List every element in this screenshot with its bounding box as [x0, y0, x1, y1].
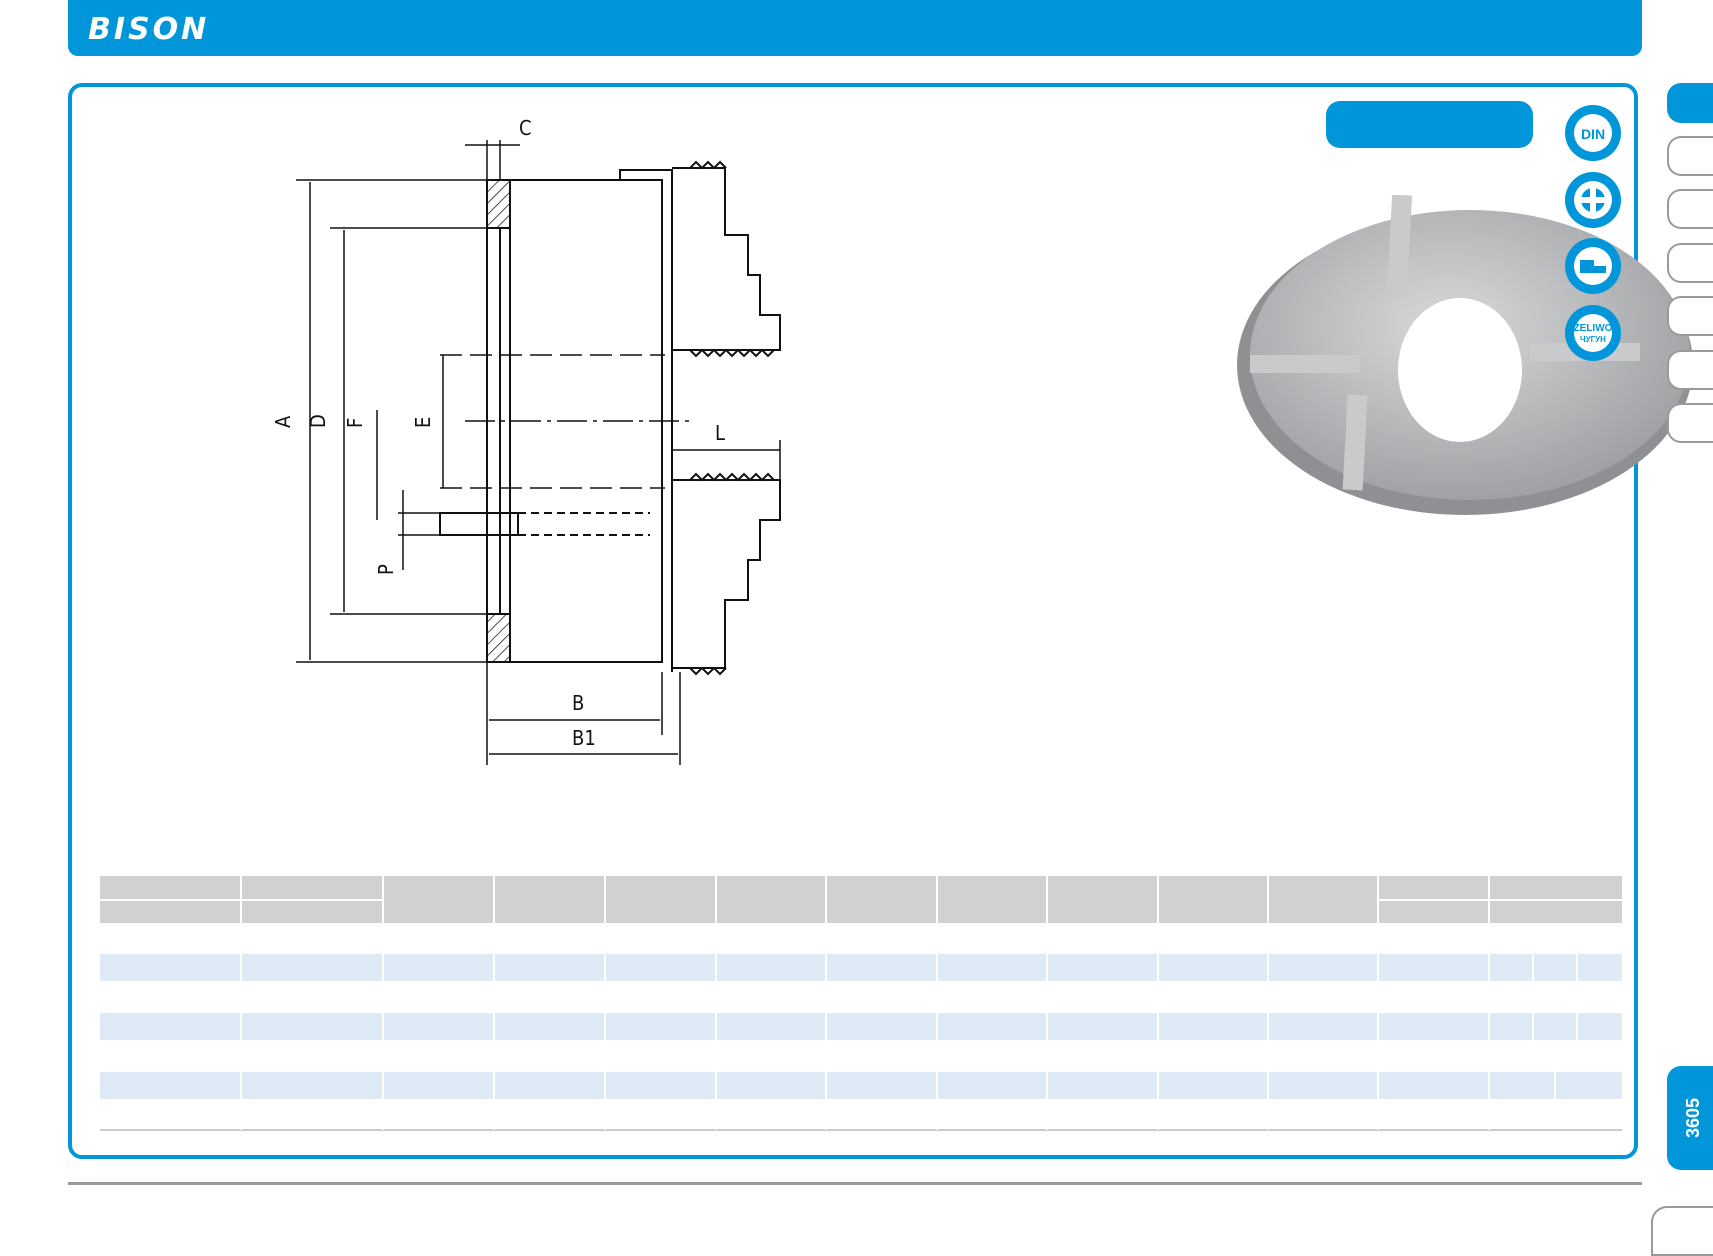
svg-text:ŻELIWO: ŻELIWO [1574, 321, 1613, 334]
svg-text:DIN: DIN [1581, 126, 1605, 142]
steel-badge-icon [1565, 238, 1621, 294]
spec-table [100, 876, 1622, 1131]
side-tab-7[interactable] [1667, 403, 1713, 443]
din-badge-icon: DIN [1565, 105, 1621, 161]
bottom-tab[interactable] [1651, 1206, 1713, 1256]
flange-hatch-top [486, 179, 511, 229]
bottom-rule [68, 1182, 1642, 1185]
table-row [100, 1013, 1622, 1040]
table-row [100, 954, 1622, 981]
page-number-tab [1667, 1066, 1713, 1170]
side-tab-6[interactable] [1667, 350, 1713, 390]
zeliwo-badge-icon: ŻELIWO ЧУГУН [1565, 305, 1621, 361]
product-photo [1237, 195, 1693, 515]
cross-badge-icon [1565, 172, 1621, 228]
side-tab-5[interactable] [1667, 296, 1713, 336]
dim-label-p: P [374, 564, 398, 575]
category-pill [1326, 101, 1533, 148]
dim-label-b: B [572, 691, 584, 715]
side-tab-1[interactable] [1667, 83, 1713, 123]
side-tab-2[interactable] [1667, 136, 1713, 176]
brand-logo: BISON [88, 12, 210, 47]
flange-hatch-bottom [486, 613, 511, 663]
header-bar: BISON [68, 0, 1642, 56]
dim-label-c: C [519, 116, 532, 140]
dim-label-l: L [715, 421, 725, 445]
side-tab-4[interactable] [1667, 243, 1713, 283]
page-number: 3605 [1683, 1097, 1703, 1139]
dim-label-b1: B1 [572, 726, 596, 750]
dim-label-e: E [411, 417, 435, 428]
dim-label-d: D [306, 414, 330, 428]
dim-label-f: F [343, 418, 367, 428]
table-row [100, 1072, 1622, 1099]
svg-text:ЧУГУН: ЧУГУН [1580, 335, 1606, 344]
side-tab-3[interactable] [1667, 189, 1713, 229]
dim-label-a: A [271, 415, 295, 428]
